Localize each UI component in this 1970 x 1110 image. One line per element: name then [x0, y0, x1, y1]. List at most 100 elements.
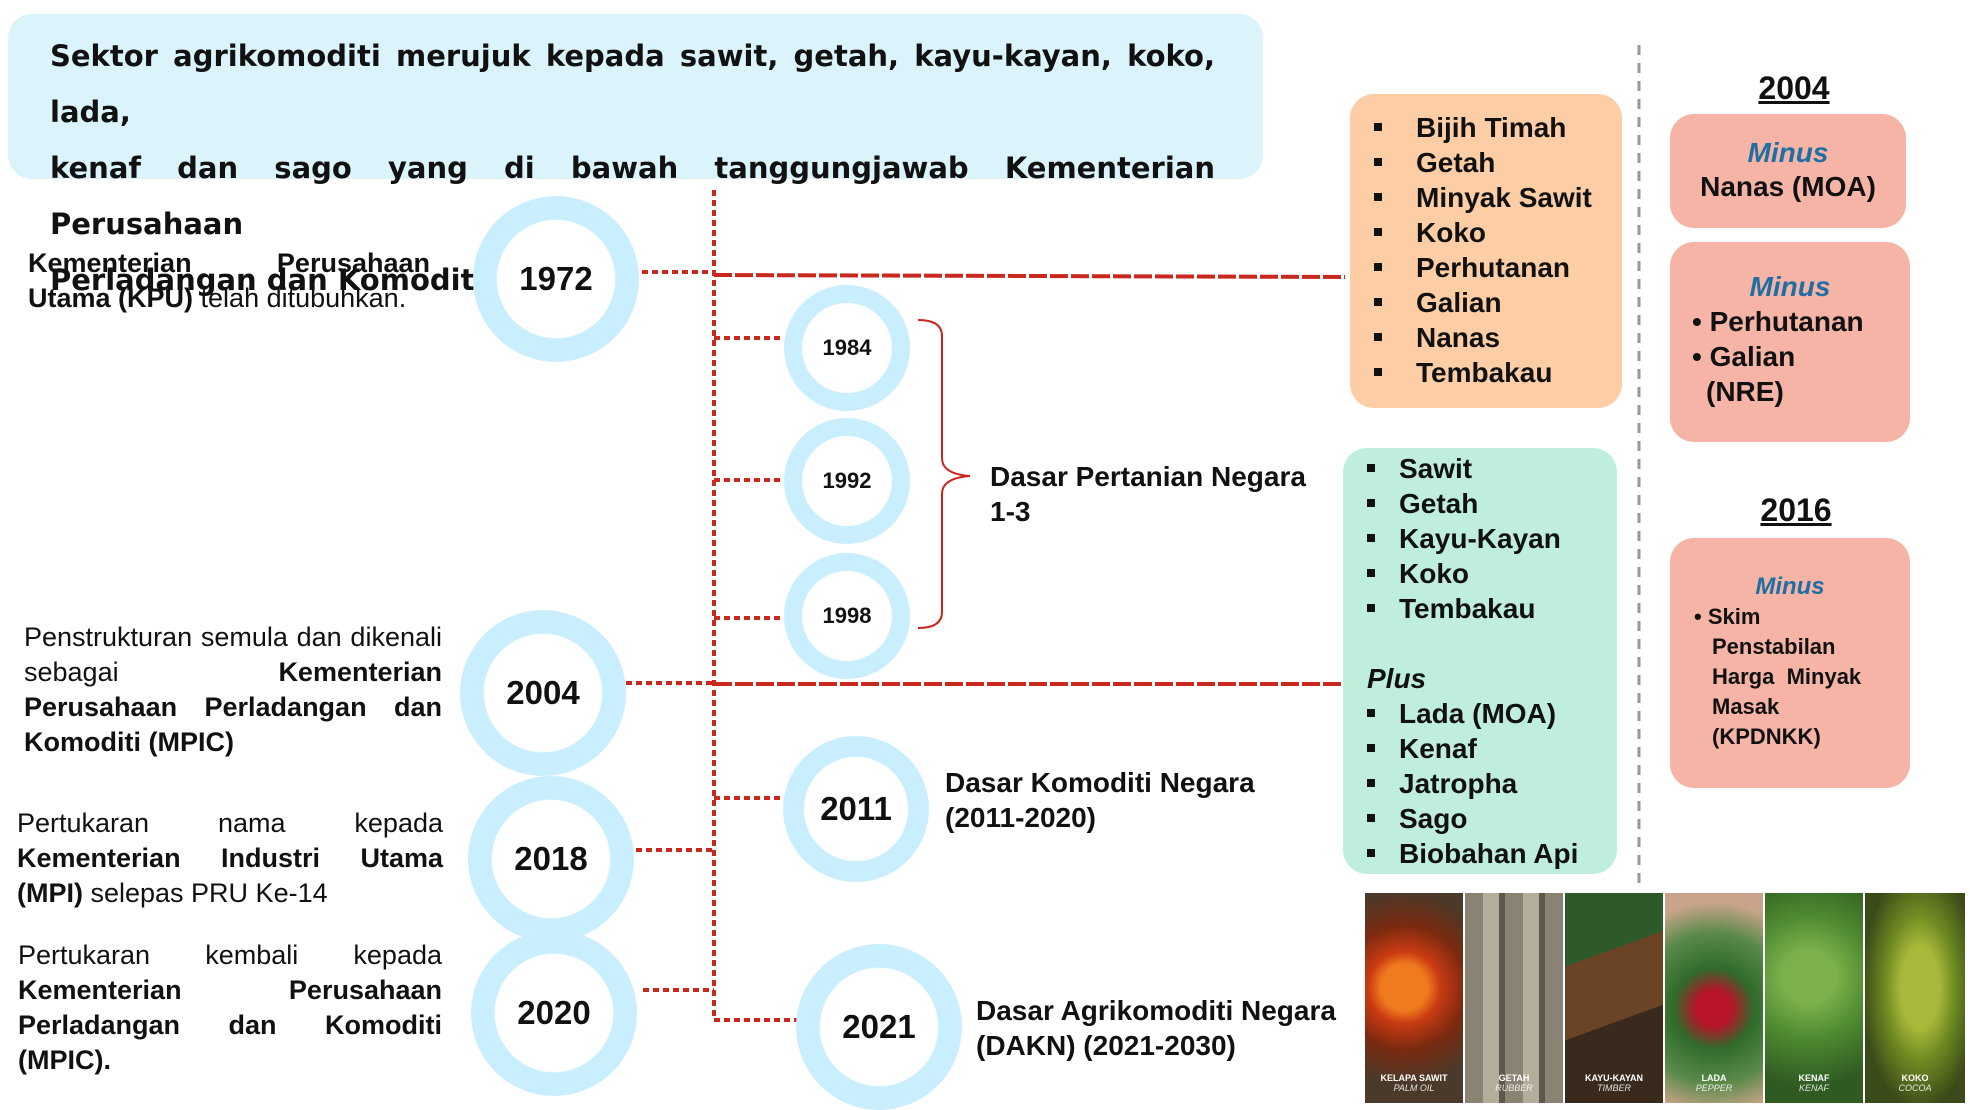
square-bullet-icon: [1367, 708, 1375, 717]
list-item: Getah: [1367, 486, 1617, 521]
event-2004-text: Penstrukturan semula dan dikenali sebaga…: [24, 622, 442, 687]
minus-label: Minus: [1749, 271, 1831, 302]
minus-item-line: (KPDNKK): [1712, 724, 1821, 749]
list-item-label: Galian: [1416, 287, 1502, 318]
connector-1972-scope: [713, 273, 1346, 279]
minus-label: Minus: [1755, 573, 1825, 600]
minus-item: • Skim: [1694, 604, 1761, 629]
event-2020-bold: Kementerian Perusahaan Perladangan dan K…: [18, 975, 442, 1075]
square-bullet-icon: [1374, 297, 1382, 306]
policy-dpn: Dasar Pertanian Negara 1-3: [990, 459, 1306, 529]
event-2020: Pertukaran kembali kepada Kementerian Pe…: [18, 938, 442, 1078]
list-item-label: Getah: [1416, 147, 1496, 178]
list-item-label: Koko: [1416, 217, 1486, 248]
square-bullet-icon: [1367, 463, 1375, 472]
minus-item-tail: (NRE): [1706, 376, 1784, 407]
list-item: Koko: [1374, 215, 1622, 250]
list-item: Biobahan Api: [1367, 836, 1617, 871]
year-circle-1992: 1992: [784, 418, 910, 544]
policy-bracket: [917, 319, 971, 629]
policy-dakn: Dasar Agrikomoditi Negara (DAKN) (2021-2…: [976, 993, 1336, 1063]
photo-caption-sub: COCOA: [1898, 1083, 1932, 1093]
policy-dakn-range: (DAKN) (2021-2030): [976, 1030, 1236, 1061]
list-item: Kayu-Kayan: [1367, 521, 1617, 556]
list-item-label: Getah: [1399, 488, 1479, 519]
event-2018-text: Pertukaran nama kepada: [17, 808, 443, 838]
photo-caption-label: KAYU-KAYAN: [1584, 1073, 1644, 1083]
event-2004-bold: Kementerian Perusahaan Perladangan dan K…: [24, 657, 442, 757]
minus-item: Nanas (MOA): [1700, 171, 1876, 202]
changes-year-2016: 2016: [1760, 492, 1832, 528]
list-item: Sawit: [1367, 451, 1617, 486]
minus-item: • Perhutanan: [1692, 306, 1864, 337]
minus-item-line: Harga Minyak: [1712, 664, 1862, 689]
list-item-label: Kenaf: [1399, 733, 1477, 764]
list-item: Tembakau: [1367, 591, 1617, 626]
list-item: Lada (MOA): [1367, 696, 1617, 731]
intro-line-1: Sektor agrikomoditi merujuk kepada sawit…: [50, 39, 1215, 129]
list-item: Koko: [1367, 556, 1617, 591]
year-circle-1984: 1984: [784, 285, 910, 411]
list-item-label: Bijih Timah: [1416, 112, 1567, 143]
list-item: Getah: [1374, 145, 1622, 180]
photo-caption-label: KENAF: [1798, 1073, 1830, 1083]
event-2018-bold: Kementerian Industri Utama (MPI): [17, 843, 443, 908]
list-item-label: Tembakau: [1399, 593, 1536, 624]
intro-line-2: kenaf dan sago yang di bawah tanggungjaw…: [50, 151, 1215, 241]
year-circle-2004: 2004: [460, 610, 626, 776]
policy-dkn-range: (2011-2020): [945, 802, 1097, 833]
minus-item: • Galian: [1692, 341, 1796, 372]
year-circle-2018: 2018: [468, 776, 634, 942]
list-item-label: Koko: [1399, 558, 1469, 589]
square-bullet-icon: [1367, 778, 1375, 787]
year-circle-2021: 2021: [796, 944, 962, 1110]
list-item-label: Sawit: [1399, 453, 1473, 484]
list-item-label: Kayu-Kayan: [1399, 523, 1561, 554]
minus-item-label: Galian: [1709, 341, 1796, 372]
square-bullet-icon: [1367, 533, 1375, 542]
event-2018-post: selepas PRU Ke-14: [82, 878, 328, 908]
list-item-label: Minyak Sawit: [1416, 182, 1592, 213]
list-item: Minyak Sawit: [1374, 180, 1622, 215]
square-bullet-icon: [1374, 332, 1382, 341]
list-item: Sago: [1367, 801, 1617, 836]
square-bullet-icon: [1367, 813, 1375, 822]
mpic-scope-box: Sawit Getah Kayu-Kayan Koko Tembakau Plu…: [1343, 448, 1617, 874]
list-item: Kenaf: [1367, 731, 1617, 766]
list-item: Galian: [1374, 285, 1622, 320]
minus-box-2004-nre: Minus • Perhutanan • Galian (NRE): [1670, 242, 1910, 442]
event-2018: Pertukaran nama kepada Kementerian Indus…: [17, 806, 443, 911]
year-label-2021: 2021: [842, 1008, 916, 1045]
kpu-scope-box: Bijih Timah Getah Minyak Sawit Koko Perh…: [1350, 94, 1622, 408]
square-bullet-icon: [1374, 192, 1382, 201]
event-2020-text: Pertukaran kembali kepada: [18, 940, 442, 970]
year-label-2018: 2018: [514, 840, 588, 877]
minus-box-2004-moa: Minus Nanas (MOA): [1670, 114, 1906, 228]
mpic-scope-list: Sawit Getah Kayu-Kayan Koko Tembakau: [1367, 451, 1617, 626]
photo-caption-label: KOKO: [1901, 1073, 1929, 1083]
list-item: Bijih Timah: [1374, 110, 1622, 145]
minus-box-2016: Minus • Skim Penstabilan Harga Minyak Ma…: [1670, 538, 1910, 788]
list-item-label: Perhutanan: [1416, 252, 1571, 283]
list-item: Tembakau: [1374, 355, 1622, 390]
square-bullet-icon: [1374, 262, 1382, 271]
minus-item-label: Skim: [1707, 604, 1761, 629]
list-item: Jatropha: [1367, 766, 1617, 801]
year-label-1984: 1984: [822, 335, 872, 360]
list-item-label: Nanas: [1416, 322, 1501, 353]
plus-label: Plus: [1367, 663, 1427, 694]
event-1972-bold: Kementerian Perusahaan Utama (KPU): [28, 248, 430, 313]
square-bullet-icon: [1367, 743, 1375, 752]
square-bullet-icon: [1374, 157, 1382, 166]
list-item: Nanas: [1374, 320, 1622, 355]
